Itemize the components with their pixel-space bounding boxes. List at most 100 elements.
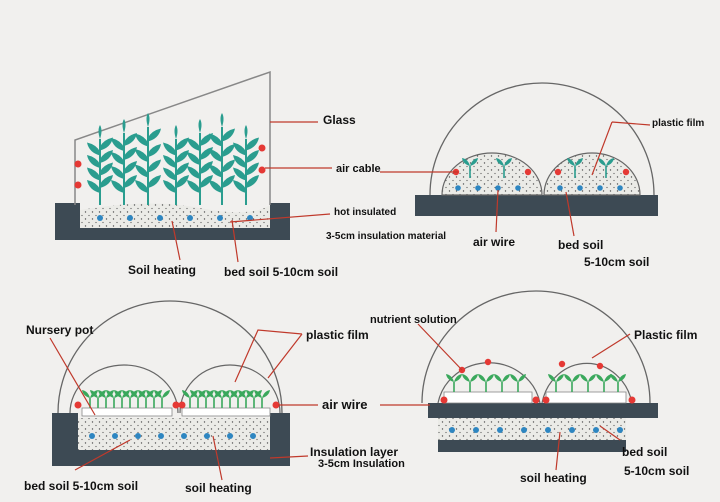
- seedling: [206, 390, 222, 408]
- label-bed-soil: bed soil 5-10cm soil: [224, 265, 339, 279]
- leader-plastic-film: [591, 121, 651, 176]
- air-wire-dot: [558, 360, 566, 368]
- heating-dot: [449, 427, 455, 433]
- air-wire-dot: [172, 401, 180, 409]
- seedling: [580, 374, 596, 392]
- plant: [135, 113, 161, 205]
- leader-air-wire: [495, 189, 499, 233]
- air-cable-dot: [74, 160, 82, 168]
- heating-cable-dots: [97, 215, 253, 221]
- leader-bed-soil-bl: [74, 439, 131, 471]
- heating-dot: [187, 215, 193, 221]
- seedling: [610, 374, 626, 392]
- leader-bed-soil-tr: [565, 191, 575, 237]
- nursery-pot-tray: [181, 407, 271, 417]
- bed-soil: [78, 418, 270, 450]
- seedling: [90, 390, 106, 408]
- seedling: [462, 158, 478, 178]
- heating-cable-dots: [89, 433, 256, 439]
- heating-dot: [112, 433, 118, 439]
- label-nursery-pot: Nursery pot: [26, 323, 94, 337]
- label-air-wire-tr: air wire: [473, 235, 516, 249]
- seedlings-tiny: [82, 390, 270, 408]
- seedling: [246, 390, 262, 408]
- heating-dot: [227, 433, 233, 439]
- air-wire-dot: [524, 168, 532, 176]
- seedling: [446, 374, 462, 392]
- base-tray: [415, 195, 658, 216]
- heating-dot: [475, 185, 481, 191]
- nutrient-tray: [545, 391, 627, 404]
- glass-frame: [74, 70, 271, 205]
- leader-bed-soil-br: [599, 425, 621, 441]
- outer-film: [421, 290, 651, 404]
- seedling: [190, 390, 206, 408]
- seedling: [598, 158, 614, 178]
- nutrient-tray: [443, 391, 533, 404]
- heating-dot: [593, 427, 599, 433]
- heating-dot: [473, 427, 479, 433]
- seedlings-tall: [87, 113, 259, 205]
- heating-dot: [455, 185, 461, 191]
- seedling: [238, 390, 254, 408]
- air-wire-dots: [452, 168, 630, 176]
- label-air-cable: air cable: [336, 163, 381, 175]
- seedling: [146, 390, 162, 408]
- leader-nursery-pot: [49, 337, 96, 416]
- heating-dot: [545, 427, 551, 433]
- seedling: [496, 158, 512, 178]
- air-wire-dot: [440, 396, 448, 404]
- seedling: [122, 390, 138, 408]
- seedling: [494, 374, 510, 392]
- air-wire-dot: [484, 358, 492, 366]
- heating-dot: [158, 433, 164, 439]
- seedling: [478, 374, 494, 392]
- heating-dot: [204, 433, 210, 439]
- leader-lines: [49, 121, 651, 481]
- seedling: [114, 390, 130, 408]
- air-cable-dots: [74, 144, 266, 189]
- heating-dot: [617, 427, 623, 433]
- seedling: [596, 374, 612, 392]
- seedling: [222, 390, 238, 408]
- nursery-tunnel: [52, 300, 290, 466]
- heating-dot: [497, 427, 503, 433]
- bottom-base: [438, 440, 626, 452]
- heating-dot: [217, 215, 223, 221]
- label-bed-soil-depth-tr: 5-10cm soil: [584, 255, 650, 269]
- heating-dot: [557, 185, 563, 191]
- hydroponic-tunnel: [421, 290, 658, 452]
- leader-insulation: [269, 455, 309, 459]
- heating-dot: [597, 185, 603, 191]
- seedling: [106, 390, 122, 408]
- seedling: [564, 374, 580, 392]
- air-wire-dot: [532, 396, 540, 404]
- bed-soil: [438, 418, 626, 440]
- label-bed-soil-depth-br: 5-10cm soil: [624, 464, 690, 478]
- seedling: [138, 390, 154, 408]
- air-wire-dot: [596, 362, 604, 370]
- leader-plastic-film-br: [591, 333, 631, 359]
- top-tray: [428, 403, 658, 418]
- label-bed-soil-br: bed soil: [622, 445, 668, 459]
- label-hot-insulated: hot insulated: [334, 207, 397, 218]
- seedling: [98, 390, 114, 408]
- plastic-tunnel-top-right: [415, 82, 658, 216]
- air-wire-dot: [628, 396, 636, 404]
- seedling: [462, 374, 478, 392]
- label-plastic-film-bl: plastic film: [306, 328, 369, 342]
- label-air-wire-bl: air wire: [322, 397, 368, 412]
- label-soil-heating-br: soil heating: [520, 471, 587, 485]
- leader-bed-soil: [231, 219, 239, 263]
- base-tray: [52, 413, 290, 466]
- air-cable-dot: [258, 166, 266, 174]
- leader-nutrient: [417, 323, 463, 371]
- leader-hot-insulated: [229, 213, 331, 223]
- heating-cable-dots: [449, 427, 623, 433]
- label-insulation-layer: Insulation layer: [310, 445, 399, 459]
- heating-dot: [181, 433, 187, 439]
- leader-soil-heating: [171, 220, 181, 261]
- label-nutrient-solution: nutrient solution: [370, 314, 457, 326]
